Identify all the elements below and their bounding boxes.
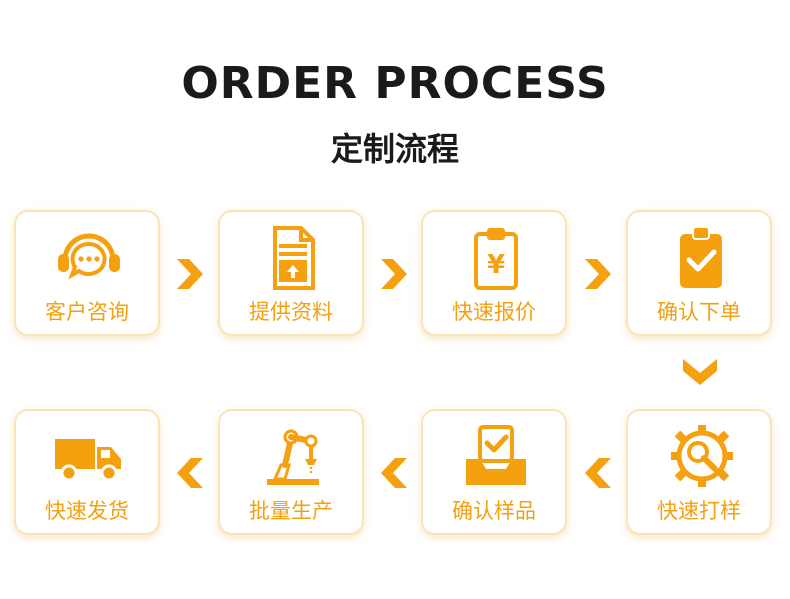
page-subtitle: 定制流程 bbox=[330, 130, 459, 168]
step-label: 快速打样 bbox=[657, 499, 741, 523]
step-label: 确认样品 bbox=[452, 499, 536, 523]
document-upload-icon bbox=[273, 226, 315, 290]
step-label: 快速发货 bbox=[45, 499, 129, 523]
clipboard-yen-icon: ¥ bbox=[474, 228, 518, 290]
step-card-provide-info: 提供资料 bbox=[218, 210, 364, 336]
step-card-quote: ¥ 快速报价 bbox=[421, 210, 567, 336]
gear-search-icon bbox=[671, 425, 733, 487]
arrow-down-icon bbox=[683, 359, 717, 385]
arrow-left-icon bbox=[381, 458, 407, 488]
clipboard-check-icon bbox=[680, 226, 722, 288]
arrow-left-icon bbox=[177, 458, 203, 488]
robot-arm-icon bbox=[267, 429, 319, 485]
step-label: 客户咨询 bbox=[45, 300, 129, 324]
delivery-truck-icon bbox=[55, 439, 121, 482]
step-label: 快速报价 bbox=[452, 300, 536, 324]
tray-check-icon bbox=[466, 425, 526, 485]
step-card-confirm-order: 确认下单 bbox=[626, 210, 772, 336]
arrow-right-icon bbox=[177, 259, 203, 289]
step-card-consult: 客户咨询 bbox=[14, 210, 160, 336]
svg-text:¥: ¥ bbox=[487, 250, 505, 280]
step-card-mass-production: 批量生产 bbox=[218, 409, 364, 535]
page-title: ORDER PROCESS bbox=[181, 58, 609, 109]
headset-chat-icon bbox=[58, 233, 120, 280]
arrow-left-icon bbox=[585, 458, 611, 488]
step-card-confirm-sample: 确认样品 bbox=[421, 409, 567, 535]
step-label: 确认下单 bbox=[657, 300, 741, 324]
step-card-delivery: 快速发货 bbox=[14, 409, 160, 535]
arrow-right-icon bbox=[585, 259, 611, 289]
step-card-sampling: 快速打样 bbox=[626, 409, 772, 535]
step-label: 批量生产 bbox=[249, 499, 333, 523]
step-label: 提供资料 bbox=[249, 300, 333, 324]
arrow-right-icon bbox=[381, 259, 407, 289]
